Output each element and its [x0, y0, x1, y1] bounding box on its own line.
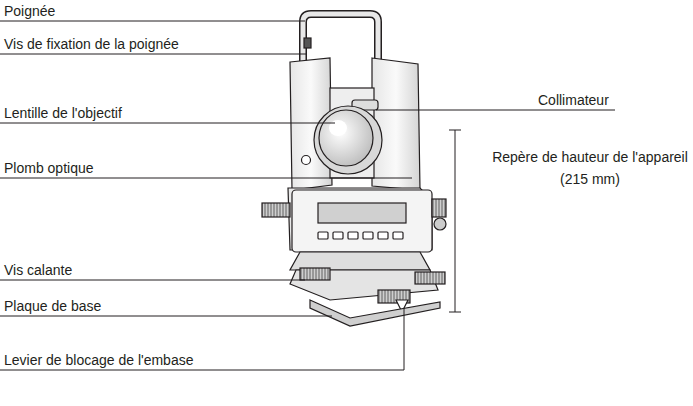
part-label: Lentille de l'objectif — [4, 105, 122, 121]
part-label: Plaque de base — [4, 298, 101, 314]
part-label: Levier de blocage de l'embase — [4, 352, 193, 368]
dimension-label: Repère de hauteur de l'appareil (215 mm) — [492, 146, 688, 190]
leader-lines — [0, 21, 615, 370]
part-label: Vis de fixation de la poignée — [4, 36, 179, 52]
part-label: Collimateur — [538, 92, 609, 108]
part-label: Plomb optique — [4, 160, 94, 176]
part-label: Poignée — [4, 3, 55, 19]
part-label: Vis calante — [4, 262, 72, 278]
